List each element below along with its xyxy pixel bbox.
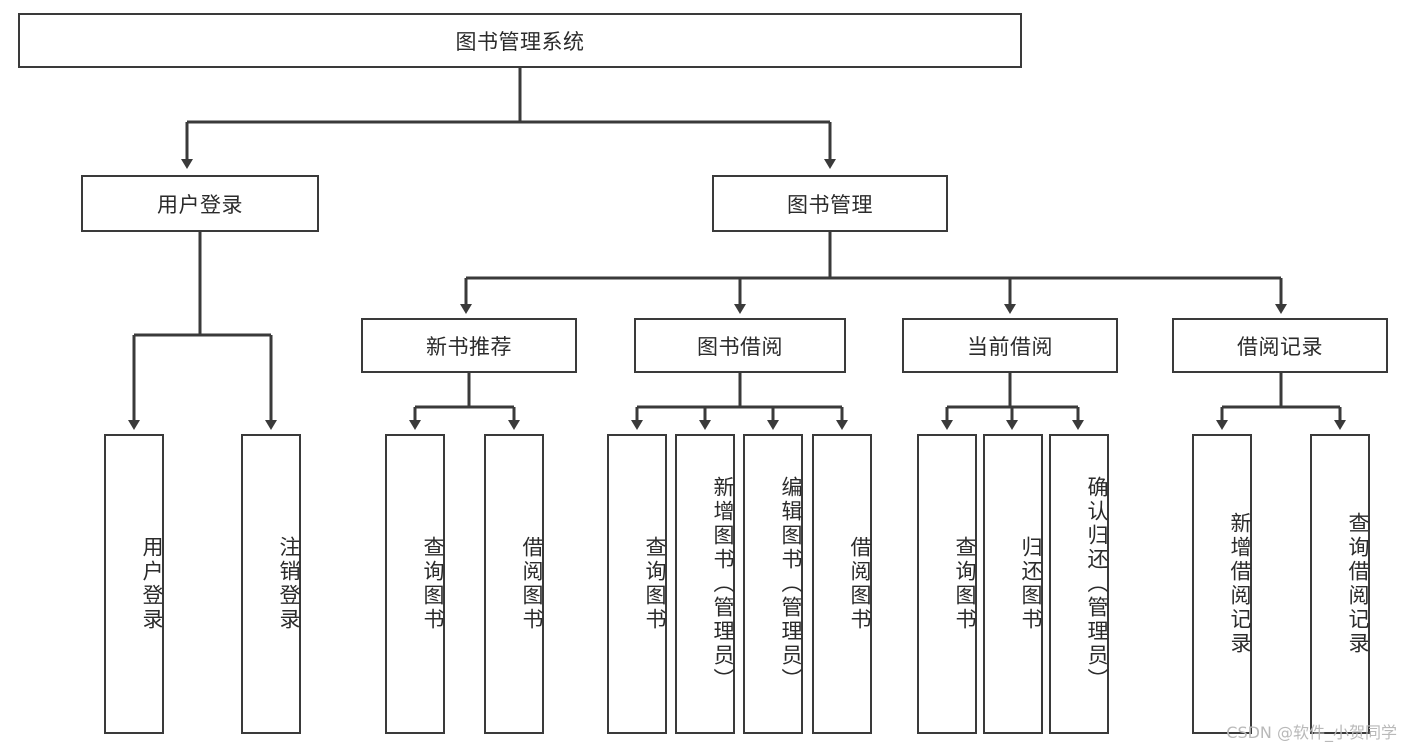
node-book-borrow-label: 图书借阅 (697, 334, 783, 359)
node-book-borrow[interactable]: 图书借阅 (634, 318, 846, 373)
node-leaf-borrow-query-label: 查询图书 (643, 536, 667, 632)
node-leaf-edit-book[interactable]: 编辑图书（管理员） (743, 434, 803, 734)
node-leaf-query-record[interactable]: 查询借阅记录 (1310, 434, 1370, 734)
node-user-login[interactable]: 用户登录 (81, 175, 319, 232)
node-leaf-borrow-query[interactable]: 查询图书 (607, 434, 667, 734)
node-leaf-return-book-label: 归还图书 (1019, 536, 1043, 632)
node-root-label: 图书管理系统 (455, 29, 585, 54)
node-book-manage[interactable]: 图书管理 (712, 175, 948, 232)
node-leaf-rec-borrow-label: 借阅图书 (520, 536, 544, 632)
node-leaf-borrow-book[interactable]: 借阅图书 (812, 434, 872, 734)
node-leaf-rec-query[interactable]: 查询图书 (385, 434, 445, 734)
node-leaf-cur-query[interactable]: 查询图书 (917, 434, 977, 734)
node-leaf-add-record-label: 新增借阅记录 (1228, 512, 1252, 656)
node-borrow-record[interactable]: 借阅记录 (1172, 318, 1388, 373)
node-leaf-rec-query-label: 查询图书 (421, 536, 445, 632)
node-leaf-query-record-label: 查询借阅记录 (1346, 512, 1370, 656)
node-leaf-user-login[interactable]: 用户登录 (104, 434, 164, 734)
node-root[interactable]: 图书管理系统 (18, 13, 1022, 68)
watermark-text: CSDN @软件_小贺同学 (1226, 723, 1397, 742)
node-current-borrow[interactable]: 当前借阅 (902, 318, 1118, 373)
node-leaf-return-book[interactable]: 归还图书 (983, 434, 1043, 734)
node-new-book-rec-label: 新书推荐 (426, 334, 512, 359)
node-leaf-add-record[interactable]: 新增借阅记录 (1192, 434, 1252, 734)
node-borrow-record-label: 借阅记录 (1237, 334, 1323, 359)
node-current-borrow-label: 当前借阅 (967, 334, 1053, 359)
node-leaf-confirm-return-label: 确认归还（管理员） (1085, 476, 1109, 692)
node-leaf-user-login-label: 用户登录 (140, 536, 164, 632)
node-leaf-rec-borrow[interactable]: 借阅图书 (484, 434, 544, 734)
node-leaf-confirm-return[interactable]: 确认归还（管理员） (1049, 434, 1109, 734)
node-leaf-add-book-label: 新增图书（管理员） (711, 476, 735, 692)
node-leaf-logout-label: 注销登录 (277, 536, 301, 632)
node-book-manage-label: 图书管理 (787, 192, 873, 217)
node-leaf-add-book[interactable]: 新增图书（管理员） (675, 434, 735, 734)
node-leaf-borrow-book-label: 借阅图书 (848, 536, 872, 632)
node-user-login-label: 用户登录 (157, 192, 243, 217)
node-leaf-cur-query-label: 查询图书 (953, 536, 977, 632)
node-leaf-edit-book-label: 编辑图书（管理员） (779, 476, 803, 692)
node-leaf-logout[interactable]: 注销登录 (241, 434, 301, 734)
node-new-book-rec[interactable]: 新书推荐 (361, 318, 577, 373)
